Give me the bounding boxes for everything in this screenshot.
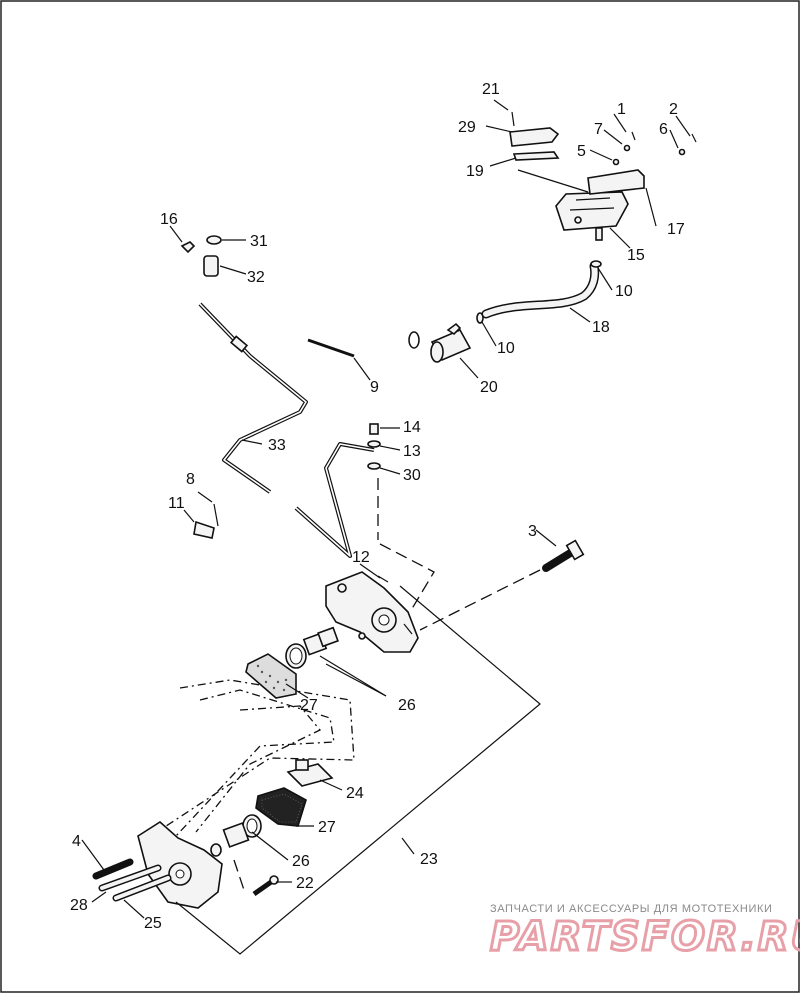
reservoir-ribs: [569, 197, 615, 211]
upper-caliper: [245, 563, 419, 699]
label-2: 2: [669, 101, 678, 118]
label-28: 28: [70, 897, 88, 914]
part-29-cover: [509, 127, 560, 147]
label-24: 24: [346, 785, 364, 802]
label-21: 21: [482, 81, 500, 98]
label-16: 16: [160, 211, 178, 228]
label-6: 6: [659, 121, 668, 138]
label-27a: 27: [300, 697, 318, 714]
part-30-washer: [367, 462, 381, 470]
part-10-clamp-lower: [476, 312, 484, 324]
watermark-brand: PARTSFOR.RU: [490, 914, 800, 960]
label-19: 19: [466, 163, 484, 180]
label-13: 13: [403, 443, 421, 460]
label-10b: 10: [497, 340, 515, 357]
label-33: 33: [268, 437, 286, 454]
part-11-clip: [193, 520, 215, 539]
reservoir-group: [408, 111, 697, 363]
clip-group: [183, 491, 219, 539]
part-18-hose: [483, 263, 598, 317]
part-20-fitting-end: [430, 341, 444, 363]
label-9: 9: [370, 379, 379, 396]
part-19-gasket: [512, 151, 560, 161]
part-5-washer: [612, 158, 620, 166]
part-32-fitting: [203, 255, 219, 277]
label-3: 3: [528, 523, 537, 540]
part-31-nut: [206, 235, 222, 245]
label-4: 4: [72, 833, 81, 850]
part-1-screw: [631, 131, 636, 141]
leaders-top-right: [459, 99, 691, 379]
label-29: 29: [458, 119, 476, 136]
label-18: 18: [592, 319, 610, 336]
label-30: 30: [403, 467, 421, 484]
part-23-outline: [175, 585, 541, 955]
label-8: 8: [186, 471, 195, 488]
reservoir-hole: [574, 216, 582, 224]
label-17: 17: [667, 221, 685, 238]
label-22: 22: [296, 875, 314, 892]
label-11: 11: [168, 495, 185, 512]
watermark: ЗАПЧАСТИ И АКСЕССУАРЫ ДЛЯ МОТОТЕХНИКИ PA…: [489, 903, 800, 962]
label-7: 7: [594, 121, 603, 138]
part-17-bracket: [587, 169, 645, 195]
label-26a: 26: [398, 697, 416, 714]
part-6-washer: [678, 148, 686, 156]
part-16-bleeder: [180, 241, 196, 254]
reservoir-outlet: [595, 227, 603, 241]
part-10-clamp-upper: [590, 260, 602, 268]
part-20-o-ring: [408, 331, 420, 349]
part-13-washer: [367, 440, 381, 448]
bleeder-group: [169, 225, 247, 277]
label-26b: 26: [292, 853, 310, 870]
part-7-washer: [623, 144, 631, 152]
part-21-screw: [511, 111, 515, 127]
label-15: 15: [627, 247, 645, 264]
label-23: 23: [420, 851, 438, 868]
fitting-stack: [367, 423, 401, 475]
watermark-tagline: ЗАПЧАСТИ И АКСЕССУАРЫ ДЛЯ МОТОТЕХНИКИ: [490, 903, 772, 915]
label-27b: 27: [318, 819, 336, 836]
label-32: 32: [247, 269, 265, 286]
part-33-brake-line: [198, 302, 308, 494]
brake-line-2: [294, 442, 375, 558]
part-20-nipple: [446, 322, 462, 336]
part-9-rod: [307, 338, 371, 381]
part-2-screw: [691, 133, 697, 143]
label-12: 12: [352, 549, 370, 566]
label-14: 14: [403, 419, 421, 436]
part-14-bolt: [369, 423, 379, 435]
part-number-labels: 1 2 3 4 5 6 7 8 9 10 10 11 12 13 14 15 1…: [70, 81, 685, 932]
lower-caliper: [81, 759, 343, 919]
label-31: 31: [250, 233, 268, 250]
label-25: 25: [144, 915, 162, 932]
caliper-body-upper: [325, 571, 419, 653]
label-5: 5: [577, 143, 586, 160]
part-3-bolt: [535, 529, 585, 572]
label-20: 20: [480, 379, 498, 396]
label-1: 1: [617, 101, 626, 118]
part-15-reservoir: [555, 191, 629, 231]
label-10a: 10: [615, 283, 633, 300]
